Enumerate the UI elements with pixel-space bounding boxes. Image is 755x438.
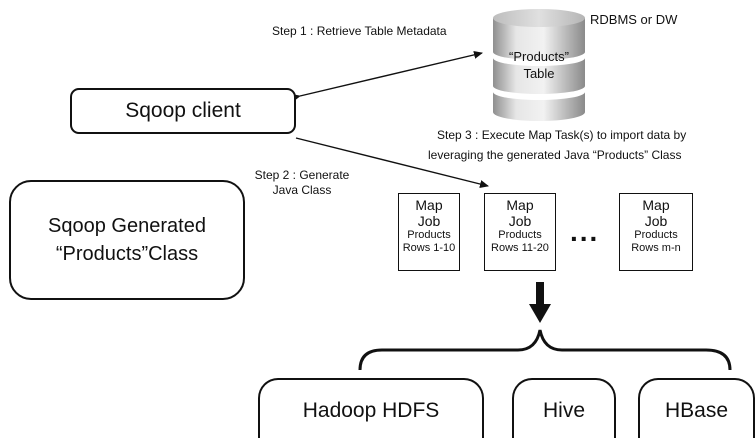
map-job-sub2: Rows 1-10: [402, 242, 456, 254]
step1-arrow: [291, 50, 483, 102]
map-job-title1: Map: [642, 197, 670, 213]
map-job-sub1: Products: [634, 229, 678, 241]
step3-label-line2: leveraging the generated Java “Products”…: [428, 148, 682, 162]
map-job-box: Map Job Products Rows 11-20: [484, 193, 556, 271]
map-job-sub2: Rows m-n: [631, 242, 681, 254]
sqoop-client-box: Sqoop client: [70, 88, 296, 134]
products-table-line1: “Products”: [509, 49, 569, 64]
down-arrow-icon: [529, 282, 551, 323]
generated-class-line1: Sqoop Generated: [48, 215, 206, 237]
map-job-title2: Job: [644, 213, 668, 229]
products-table-line2: Table: [523, 66, 555, 81]
map-job-sub2: Rows 11-20: [491, 242, 549, 254]
map-job-box: Map Job Products Rows 1-10: [398, 193, 460, 271]
generated-class-box: Sqoop Generated “Products”Class: [9, 180, 245, 300]
step2-arrow: [295, 137, 489, 188]
map-job-title2: Job: [508, 213, 532, 229]
ellipsis: ...: [570, 216, 600, 247]
map-job-sub1: Products: [498, 229, 542, 241]
map-job-box: Map Job Products Rows m-n: [619, 193, 693, 271]
map-job-title1: Map: [415, 197, 443, 213]
step2-label-line1: Step 2 : Generate: [254, 168, 350, 182]
hbase-box: HBase: [638, 378, 755, 438]
curly-brace: [358, 329, 732, 371]
step3-label-line1: Step 3 : Execute Map Task(s) to import d…: [437, 128, 687, 142]
step2-label-line2: Java Class: [272, 183, 332, 197]
database-cylinder-icon: [493, 9, 585, 121]
map-job-title1: Map: [506, 197, 534, 213]
hive-box: Hive: [512, 378, 616, 438]
database-label: RDBMS or DW: [590, 12, 678, 27]
products-table-label: “Products” Table: [495, 48, 583, 82]
generated-class-line2: “Products”Class: [55, 243, 199, 265]
map-job-title2: Job: [417, 213, 441, 229]
hadoop-hdfs-box: Hadoop HDFS: [258, 378, 484, 438]
map-job-sub1: Products: [407, 229, 451, 241]
step1-label: Step 1 : Retrieve Table Metadata: [272, 24, 447, 38]
